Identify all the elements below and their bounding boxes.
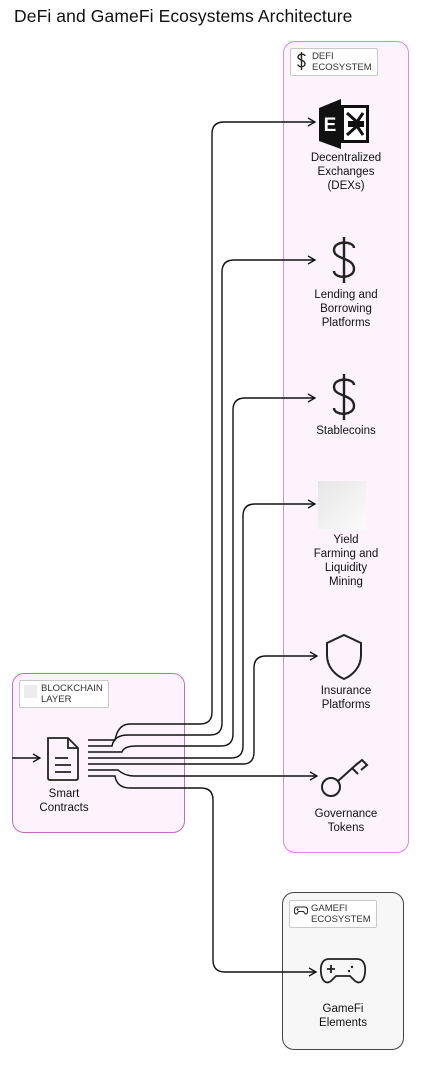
edge-to-governance	[88, 769, 319, 781]
edge-to-dex	[88, 117, 317, 741]
blank-image-icon	[318, 481, 366, 529]
dollar-icon	[332, 374, 356, 420]
insurance-label: Insurance Platforms	[320, 685, 372, 711]
edge-to-gamefi	[88, 775, 318, 977]
gamefi-elements-label: GameFi Elements	[319, 1003, 367, 1029]
blockchain-layer-cluster: BLOCKCHAIN LAYER	[12, 673, 185, 833]
edge-to-yield	[88, 499, 317, 759]
dollar-icon	[332, 237, 356, 283]
smart-contracts-label: Smart Contracts	[39, 788, 89, 814]
gamepad-icon	[319, 958, 367, 984]
diagram-title: DeFi and GameFi Ecosystems Architecture	[14, 6, 353, 26]
document-icon	[47, 737, 79, 781]
edge-to-lending	[88, 255, 317, 747]
lending-label: Lending and Borrowing Platforms	[314, 289, 378, 329]
governance-label: Governance Tokens	[314, 808, 378, 834]
defi-ecosystem-cluster: DEFI ECOSYSTEM	[283, 41, 409, 853]
key-icon	[321, 758, 369, 797]
yield-label: Yield Farming and Liquidity Mining	[313, 534, 379, 588]
gamefi-cluster-label: GAMEFI ECOSYSTEM	[289, 900, 377, 928]
gamepad-icon	[294, 906, 308, 915]
dex-label: Decentralized Exchanges (DEXs)	[310, 152, 382, 192]
blank-image-icon	[24, 685, 37, 698]
dollar-icon	[297, 52, 306, 70]
defi-cluster-label: DEFI ECOSYSTEM	[290, 48, 378, 76]
edge-to-insurance	[88, 651, 319, 765]
svg-text:E: E	[324, 115, 337, 136]
edge-to-stablecoins	[88, 393, 317, 753]
blockchain-cluster-label: BLOCKCHAIN LAYER	[19, 680, 109, 708]
exchange-logo-icon: E	[319, 99, 369, 149]
stablecoins-label: Stablecoins	[316, 425, 376, 437]
shield-icon	[326, 633, 362, 681]
gamefi-ecosystem-cluster: GAMEFI ECOSYSTEM	[282, 892, 404, 1050]
